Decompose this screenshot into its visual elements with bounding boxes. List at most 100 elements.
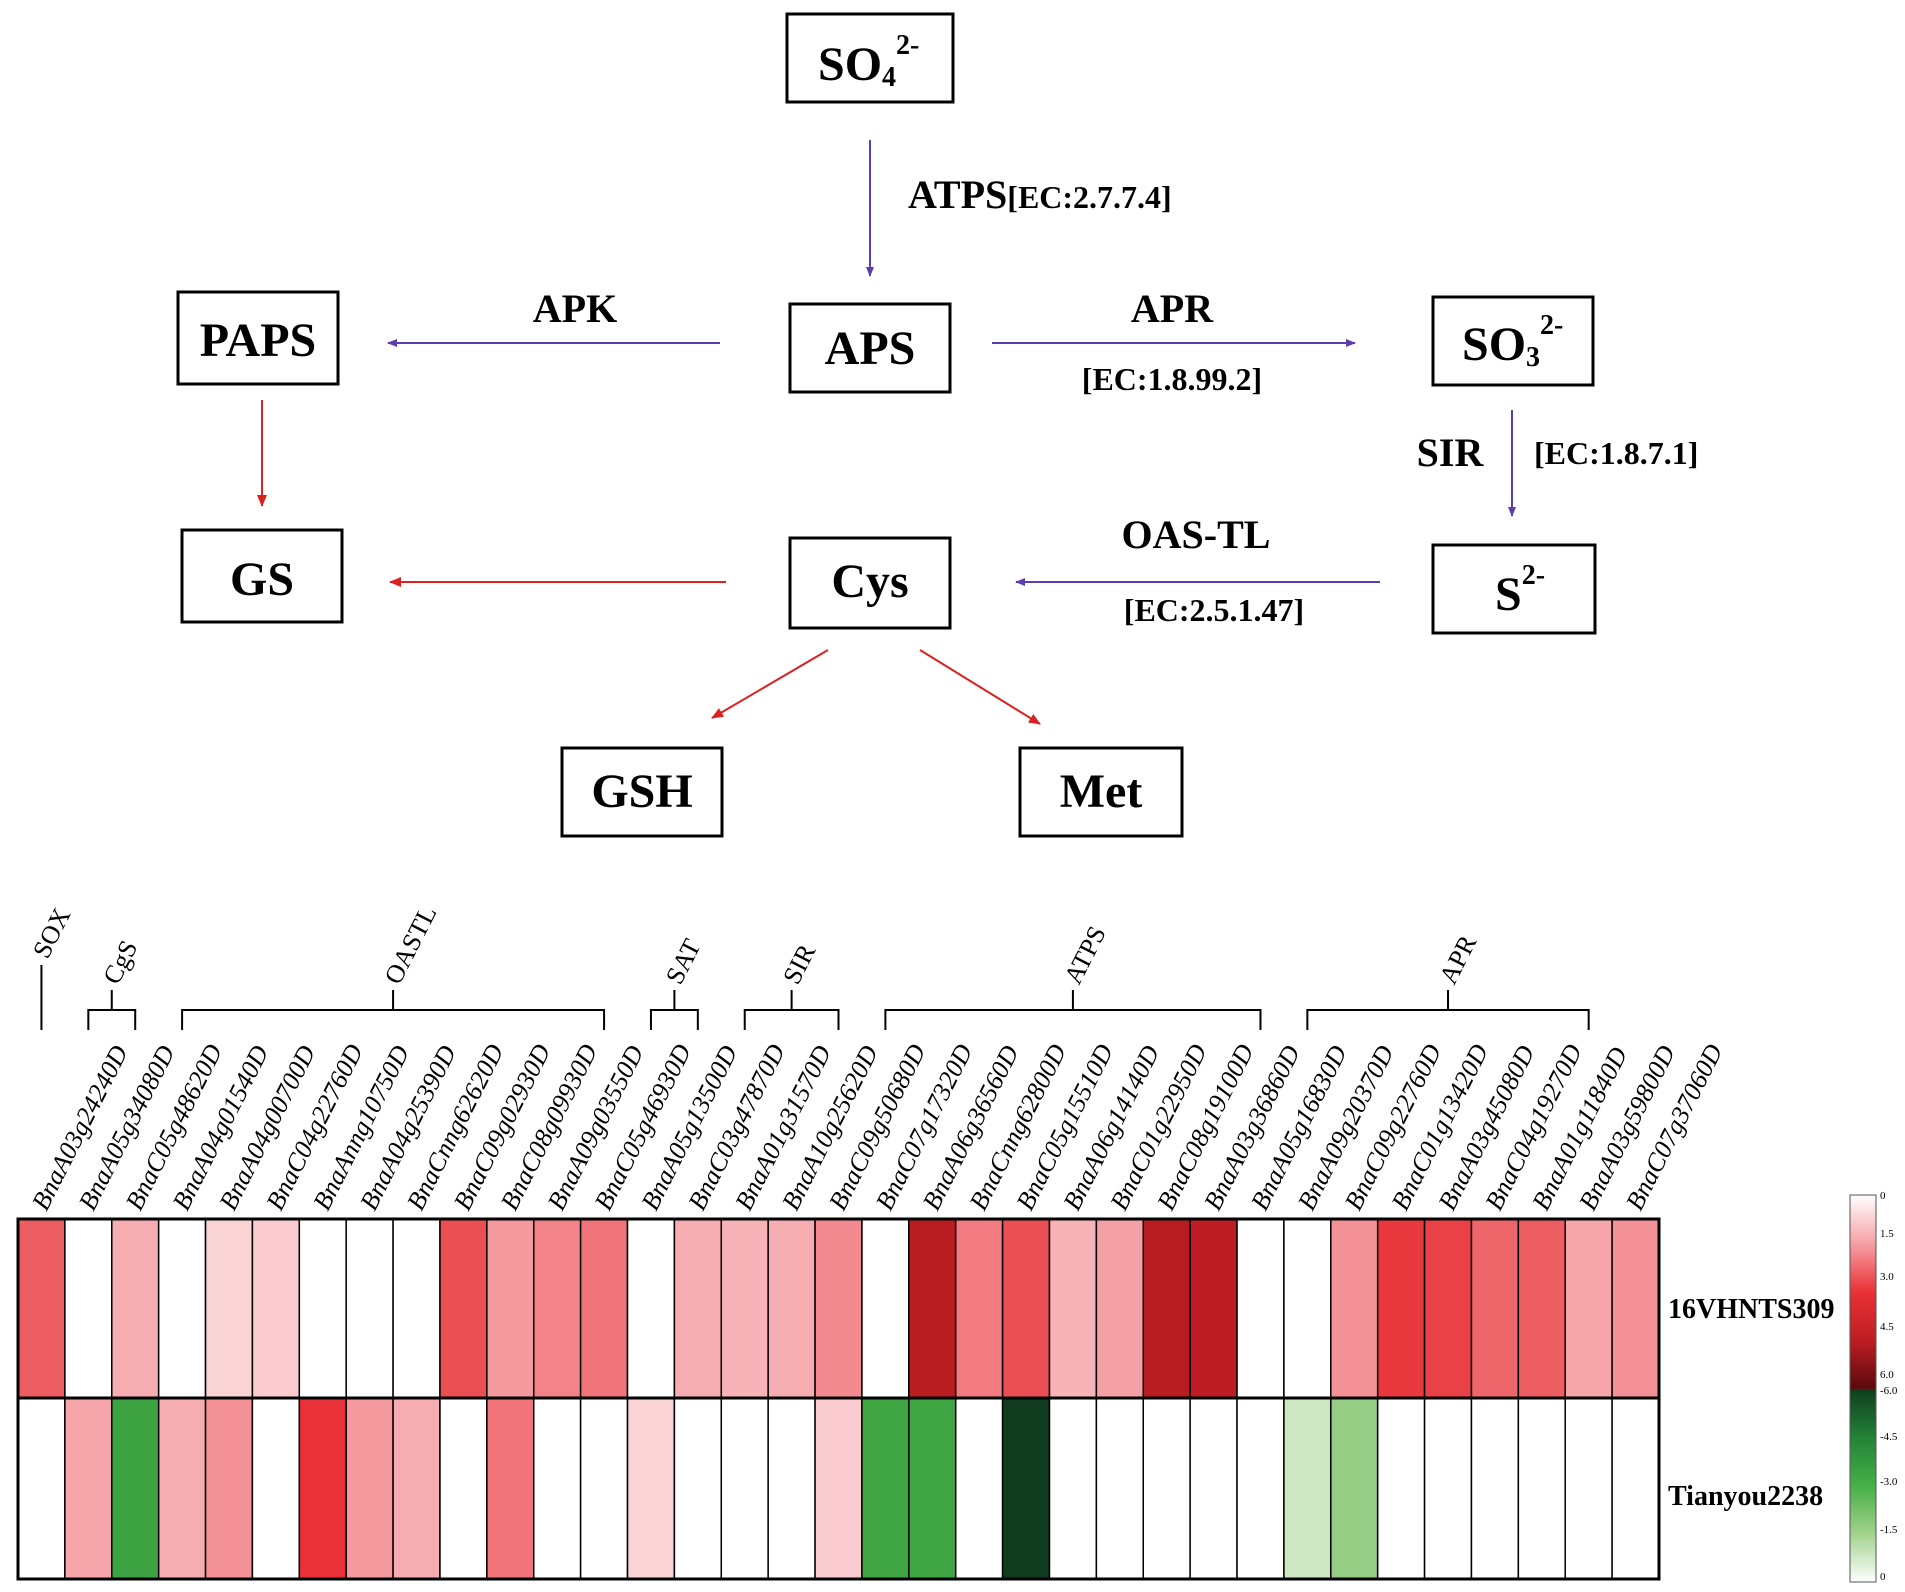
legend-swatch [1850, 1491, 1876, 1496]
legend-swatch [1850, 1253, 1876, 1257]
legend-swatch [1850, 1517, 1876, 1522]
legend-swatch [1850, 1578, 1876, 1583]
heatmap-cell [439, 1218, 488, 1399]
group-label: SIR [777, 939, 822, 989]
legend-swatch [1850, 1398, 1876, 1402]
node-s: S2- [1431, 543, 1597, 635]
heatmap-cell [532, 1218, 582, 1399]
color-scale-legend: 01.53.04.56.0-6.0-4.5-3.0-1.50 [1849, 1190, 1898, 1583]
legend-swatch [1850, 1382, 1876, 1386]
legend-swatch [1850, 1388, 1876, 1393]
heatmap-cell [673, 1218, 723, 1399]
arrow-cys-gsh [711, 649, 829, 719]
legend-tick-label: 6.0 [1880, 1369, 1894, 1381]
heatmap-cell [720, 1218, 769, 1399]
legend-tick-label: 3.0 [1880, 1271, 1894, 1283]
heatmap-cell [1142, 1397, 1191, 1580]
heatmap-cell [1142, 1218, 1191, 1399]
node-so3: SO32- [1431, 295, 1595, 387]
group-label: CgS [97, 936, 143, 989]
heatmap-cell [1611, 1397, 1660, 1580]
heatmap-cell [157, 1397, 207, 1580]
gsh-label: GSH [591, 765, 692, 818]
node-paps: PAPS [176, 290, 340, 386]
heatmap-cell [954, 1218, 1004, 1399]
legend-swatch [1850, 1520, 1876, 1525]
legend-swatch [1850, 1233, 1876, 1238]
legend-tick-label: -6.0 [1880, 1385, 1898, 1397]
so3-sub: 3 [1526, 342, 1540, 373]
legend-swatch [1850, 1353, 1876, 1357]
heatmap-cell [1095, 1218, 1145, 1399]
legend-swatch [1850, 1494, 1876, 1499]
so3-sup: 2- [1540, 310, 1563, 341]
legend-swatch [1850, 1256, 1876, 1260]
legend-swatch [1850, 1446, 1876, 1451]
legend-swatch [1850, 1307, 1876, 1312]
enzyme-oastl: OAS-TL [1122, 512, 1271, 557]
legend-swatch [1850, 1482, 1876, 1486]
heatmap-cell [439, 1397, 488, 1580]
group-bracket [87, 990, 137, 1030]
legend-swatch [1850, 1356, 1876, 1360]
heatmap-cell [579, 1218, 629, 1399]
legend-swatch [1850, 1288, 1876, 1293]
legend-swatch [1850, 1259, 1876, 1264]
heatmap-cell [204, 1397, 254, 1580]
legend-swatch [1850, 1572, 1876, 1577]
heatmap-cell [1236, 1397, 1285, 1580]
legend-swatch [1850, 1488, 1876, 1493]
legend-swatch [1850, 1540, 1876, 1544]
s-sup: 2- [1522, 560, 1545, 591]
legend-swatch [1850, 1324, 1876, 1328]
enzyme-apr-ec: [EC:1.8.99.2] [1082, 361, 1262, 397]
heatmap-cell [486, 1218, 535, 1399]
aps-label: APS [825, 322, 916, 375]
group-bracket [649, 990, 699, 1030]
legend-tick-label: 0 [1880, 1190, 1886, 1202]
heatmap-cell [1423, 1218, 1473, 1399]
legend-swatch [1850, 1327, 1876, 1331]
svg-text:S2-: S2- [1495, 560, 1545, 621]
legend-swatch [1850, 1285, 1876, 1290]
legend-swatch [1850, 1211, 1876, 1215]
legend-swatch [1850, 1417, 1876, 1422]
heatmap-cell [1376, 1218, 1426, 1399]
legend-swatch [1850, 1485, 1876, 1489]
legend-tick-label: -3.0 [1880, 1476, 1898, 1488]
legend-swatch [1850, 1207, 1876, 1212]
heatmap-cell [1564, 1218, 1613, 1399]
heatmap-cell [111, 1218, 160, 1399]
legend-swatch [1850, 1436, 1876, 1441]
group-bracket [1306, 990, 1590, 1030]
legend-swatch [1850, 1291, 1876, 1296]
legend-swatch [1850, 1440, 1876, 1444]
legend-swatch [1850, 1575, 1876, 1580]
legend-swatch [1850, 1230, 1876, 1235]
heatmap-cell [204, 1218, 254, 1399]
heatmap-cell [345, 1397, 394, 1580]
legend-swatch [1850, 1243, 1876, 1248]
so4-sub: 4 [882, 62, 896, 93]
legend-swatch [1850, 1511, 1876, 1515]
legend-swatch [1850, 1427, 1876, 1431]
so3-base: SO [1462, 318, 1526, 371]
legend-swatch [1850, 1217, 1876, 1222]
legend-swatch [1850, 1465, 1876, 1470]
heatmap-cell [345, 1218, 394, 1399]
heatmap-cell [111, 1397, 160, 1580]
legend-swatch [1850, 1195, 1876, 1199]
heatmap-cell [1517, 1397, 1566, 1580]
heatmap-cell [1189, 1397, 1238, 1580]
legend-swatch [1850, 1301, 1876, 1306]
legend-swatch [1850, 1320, 1876, 1325]
gs-label: GS [230, 553, 294, 606]
group-bracket [181, 990, 606, 1030]
legend-swatch [1850, 1240, 1876, 1244]
legend-swatch [1850, 1220, 1876, 1225]
legend-swatch [1850, 1414, 1876, 1419]
legend-swatch [1850, 1552, 1876, 1557]
heatmap-cell [626, 1218, 676, 1399]
heatmap-cell [767, 1218, 816, 1399]
so4-base: SO [818, 38, 882, 91]
